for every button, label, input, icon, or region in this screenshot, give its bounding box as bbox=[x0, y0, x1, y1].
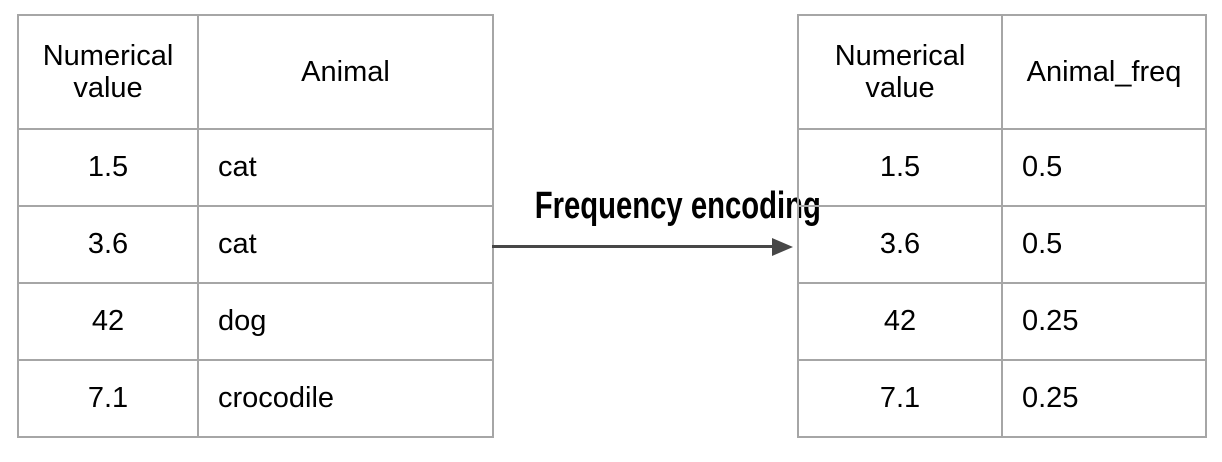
table-header-row: Numerical value Animal bbox=[17, 14, 494, 130]
cell-numerical-value: 1.5 bbox=[17, 128, 199, 207]
cell-animal: dog bbox=[197, 282, 494, 361]
cell-numerical-value: 1.5 bbox=[797, 128, 1003, 207]
cell-numerical-value: 7.1 bbox=[797, 359, 1003, 438]
table-row: 1.5 cat bbox=[17, 128, 494, 207]
table-row: 7.1 0.25 bbox=[797, 359, 1207, 438]
cell-animal-freq: 0.5 bbox=[1001, 128, 1207, 207]
cell-numerical-value: 7.1 bbox=[17, 359, 199, 438]
cell-animal-freq: 0.5 bbox=[1001, 205, 1207, 284]
header-numerical-value: Numerical value bbox=[797, 14, 1003, 130]
cell-animal: cat bbox=[197, 128, 494, 207]
table-row: 1.5 0.5 bbox=[797, 128, 1207, 207]
arrow-label: Frequency encoding bbox=[492, 187, 821, 225]
table-row: 3.6 cat bbox=[17, 205, 494, 284]
table-row: 3.6 0.5 bbox=[797, 205, 1207, 284]
arrow-head-icon bbox=[772, 238, 793, 256]
cell-numerical-value: 42 bbox=[17, 282, 199, 361]
header-animal-freq: Animal_freq bbox=[1001, 14, 1207, 130]
encoded-table: Numerical value Animal_freq 1.5 0.5 3.6 … bbox=[797, 14, 1207, 438]
table-row: 7.1 crocodile bbox=[17, 359, 494, 438]
cell-animal: crocodile bbox=[197, 359, 494, 438]
cell-animal: cat bbox=[197, 205, 494, 284]
cell-numerical-value: 3.6 bbox=[797, 205, 1003, 284]
source-table: Numerical value Animal 1.5 cat 3.6 cat 4… bbox=[17, 14, 494, 438]
arrow-label-text: Frequency encoding bbox=[534, 185, 821, 227]
table-header-row: Numerical value Animal_freq bbox=[797, 14, 1207, 130]
transform-arrow bbox=[492, 245, 773, 248]
header-animal: Animal bbox=[197, 14, 494, 130]
cell-numerical-value: 42 bbox=[797, 282, 1003, 361]
table-row: 42 0.25 bbox=[797, 282, 1207, 361]
header-numerical-value: Numerical value bbox=[17, 14, 199, 130]
cell-numerical-value: 3.6 bbox=[17, 205, 199, 284]
cell-animal-freq: 0.25 bbox=[1001, 359, 1207, 438]
cell-animal-freq: 0.25 bbox=[1001, 282, 1207, 361]
table-row: 42 dog bbox=[17, 282, 494, 361]
